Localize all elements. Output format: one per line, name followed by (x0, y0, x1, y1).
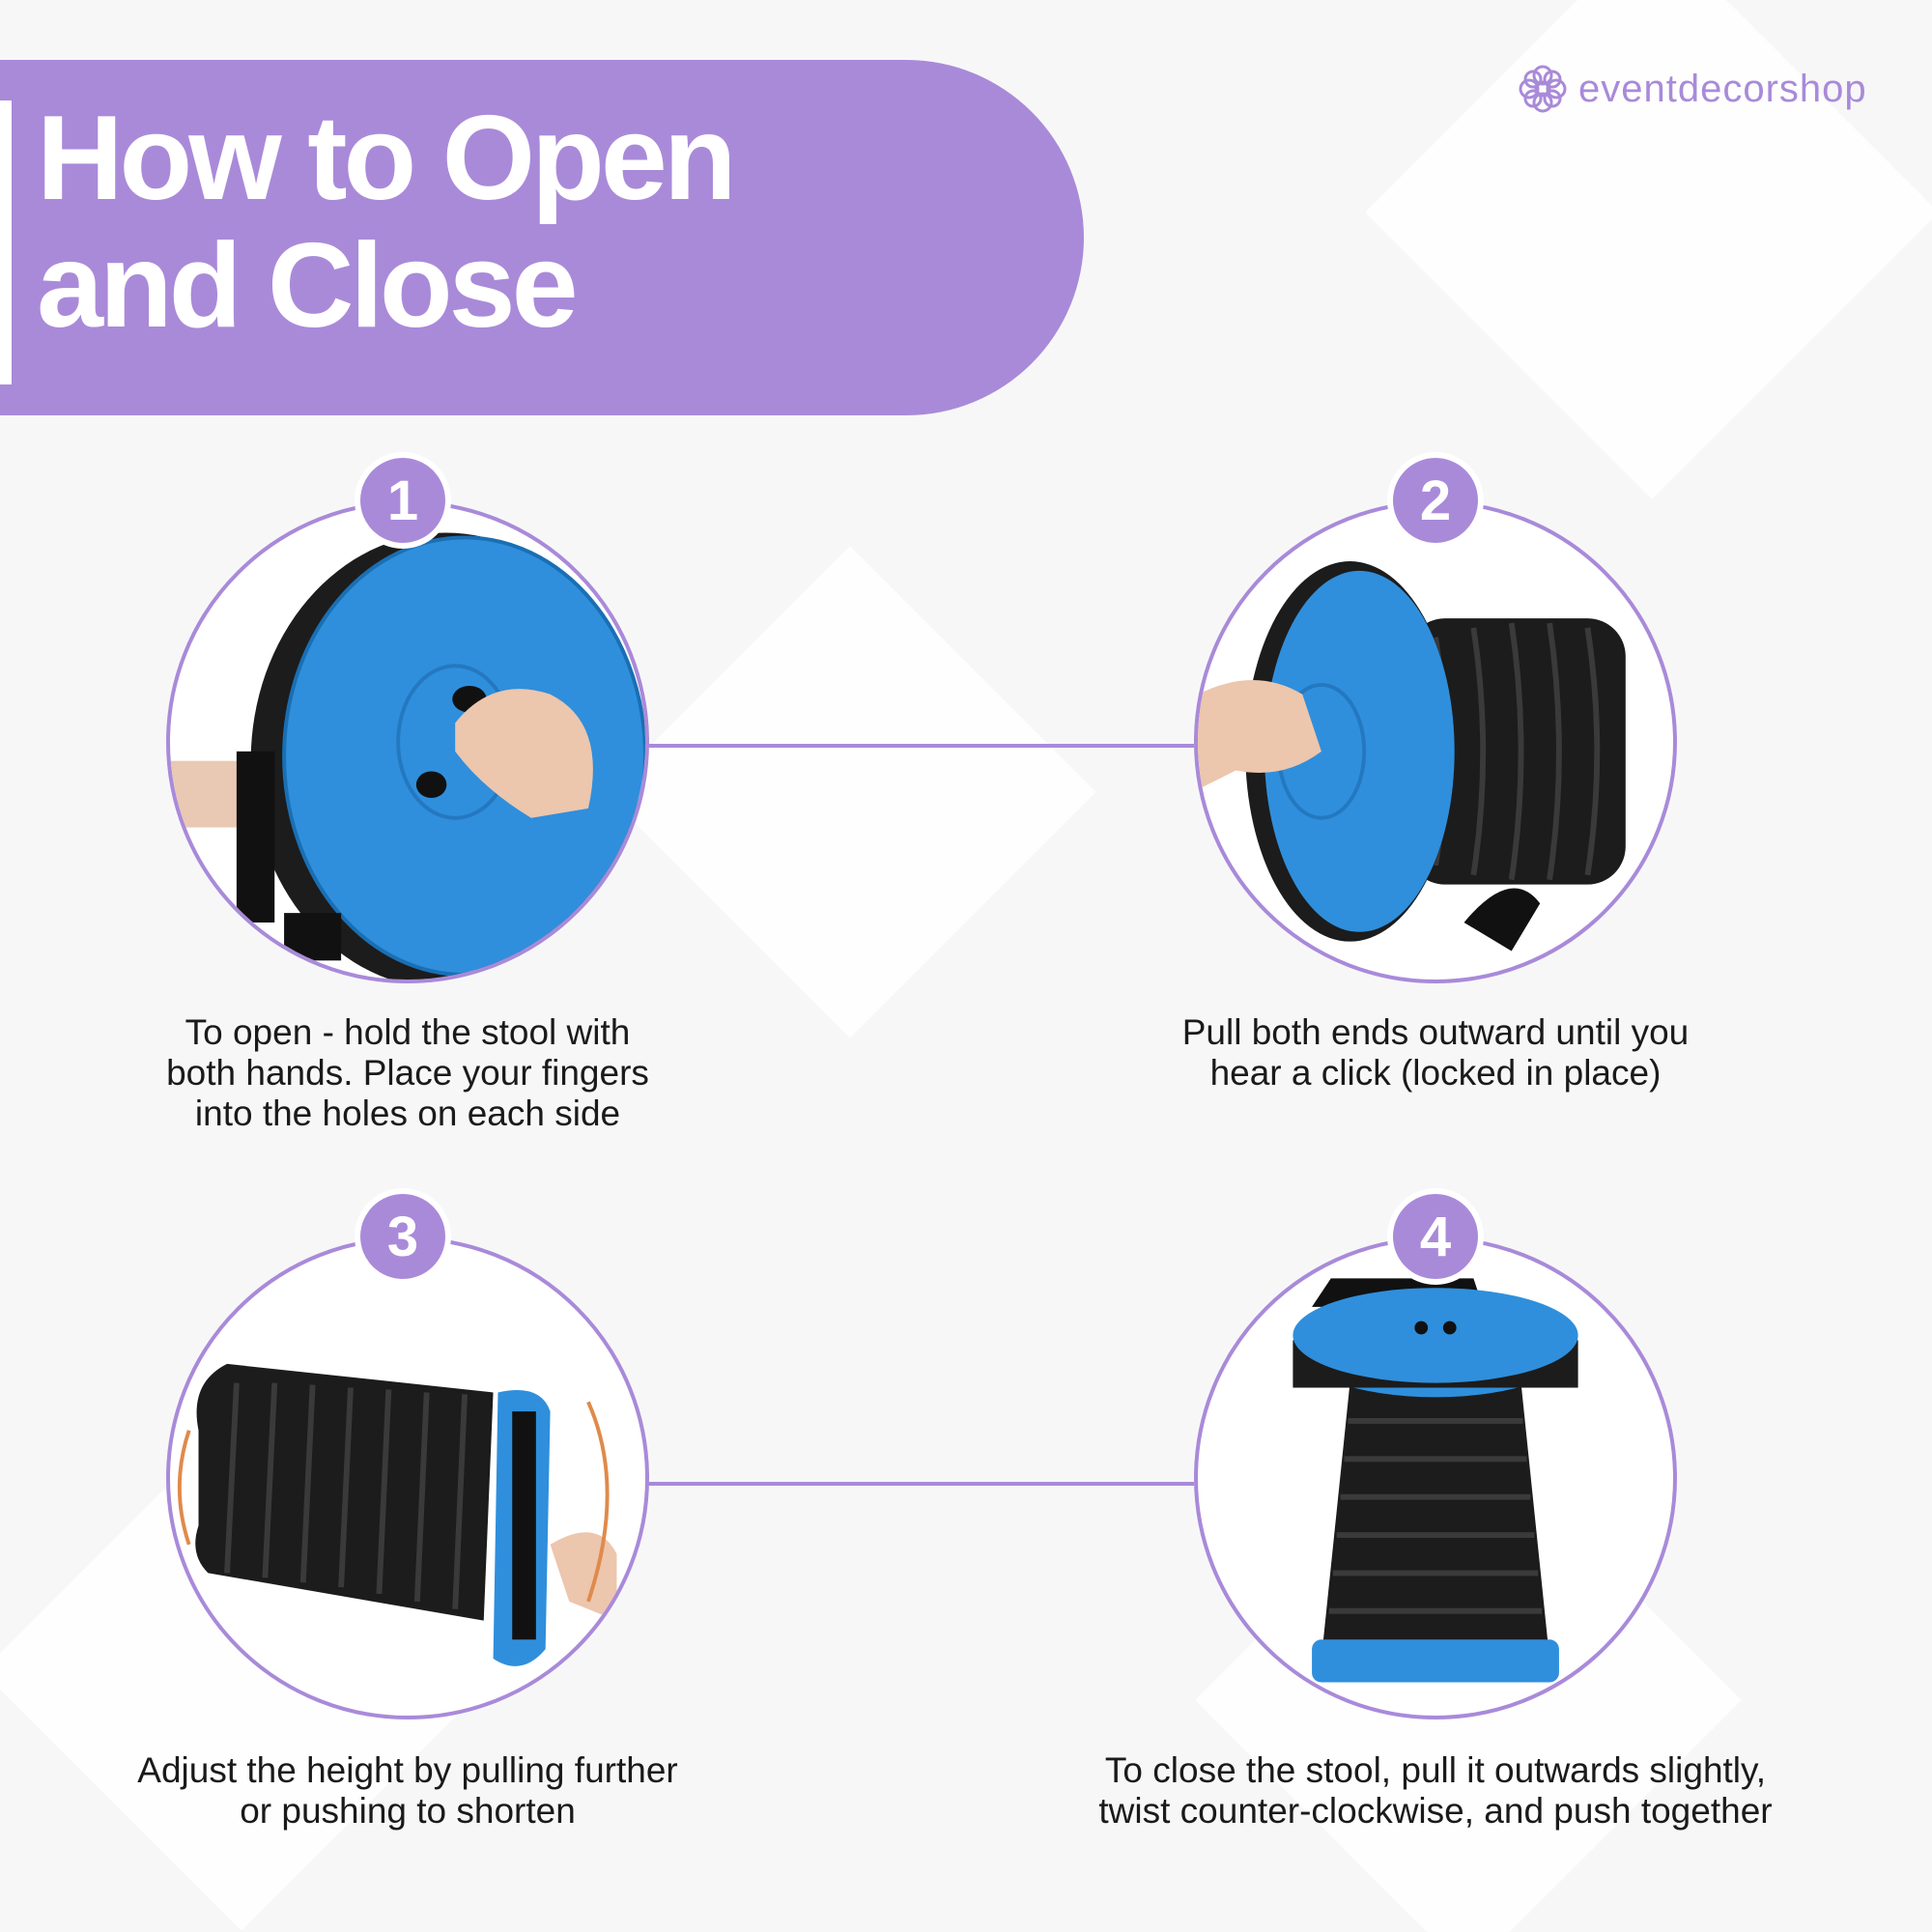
page-title: How to Open and Close (37, 95, 1003, 350)
stool-closed-held-illustration (170, 532, 645, 980)
step-4-badge: 4 (1387, 1188, 1484, 1285)
stool-standing-illustration (1293, 1278, 1578, 1683)
step-3-badge: 3 (355, 1188, 451, 1285)
step-1-caption: To open - hold the stool with both hands… (166, 1012, 649, 1133)
step-4-caption: To close the stool, pull it outwards sli… (1098, 1750, 1773, 1831)
page-title-line-1: How to Open (37, 92, 737, 225)
brand-logo: eventdecorshop (1517, 60, 1867, 118)
connector-line-1-2 (647, 744, 1194, 748)
stool-pulling-open-illustration (1198, 561, 1626, 952)
step-2-image (1194, 500, 1677, 983)
step-2-caption: Pull both ends outward until you hear a … (1181, 1012, 1690, 1093)
background-diamond (604, 546, 1096, 1038)
page-title-line-2: and Close (37, 219, 579, 353)
step-3-caption: Adjust the height by pulling further or … (137, 1750, 678, 1831)
title-accent-bar (0, 100, 12, 384)
connector-line-3-4 (647, 1482, 1194, 1486)
step-4-image (1194, 1236, 1677, 1719)
stool-adjust-height-illustration (177, 1363, 617, 1666)
step-1-badge: 1 (355, 452, 451, 549)
brand-name: eventdecorshop (1578, 67, 1867, 110)
step-2-badge: 2 (1387, 452, 1484, 549)
flower-logo-icon (1519, 65, 1567, 113)
step-1-image (166, 500, 649, 983)
step-3-image (166, 1236, 649, 1719)
title-banner (0, 60, 1084, 415)
